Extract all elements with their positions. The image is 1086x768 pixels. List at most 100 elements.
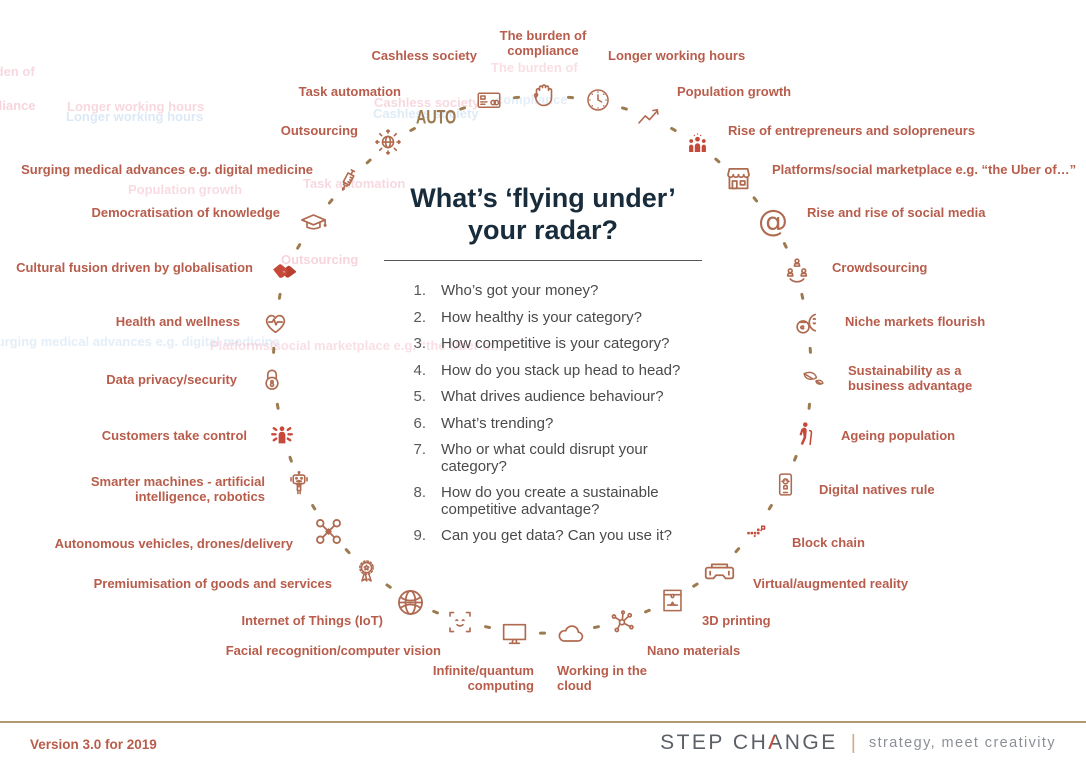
brand-lockup: STEP CHANGE | strategy, meet creativity — [660, 731, 1056, 755]
page-title: What’s ‘flying under’ your radar? — [363, 182, 723, 246]
ring-dash — [364, 157, 372, 165]
question-number: 4. — [413, 361, 426, 379]
ring-dash — [800, 292, 805, 300]
ghost-text-artifact: compliance — [0, 98, 36, 113]
question-item: 4. How do you stack up head to head? — [404, 361, 704, 380]
padlock-icon — [257, 364, 287, 394]
question-text: Can you get data? Can you use it? — [441, 527, 672, 544]
ring-dash — [767, 503, 774, 511]
label-working-in-cloud: Working in the cloud — [557, 663, 648, 693]
award-ribbon-icon — [352, 557, 381, 586]
question-text: What’s trending? — [441, 414, 554, 432]
label-internet-of-things: Internet of Things (IoT) — [241, 612, 383, 628]
label-longer-working-hours: Longer working hours — [608, 47, 746, 63]
footer-rule — [0, 721, 1086, 723]
brand-accent-letter: A — [768, 731, 785, 754]
question-item: 8. How do you create a sustainable compet… — [404, 484, 704, 518]
question-number: 5. — [413, 388, 426, 405]
label-smarter-machines: Smarter machines - artificial intelligen… — [90, 474, 265, 504]
ring-dash — [277, 292, 282, 300]
label-population-growth: Population growth — [677, 83, 792, 99]
ring-dash — [713, 157, 722, 164]
label-digital-natives: Digital natives rule — [819, 481, 935, 497]
monitor-icon — [499, 618, 530, 649]
label-democratisation: Democratisation of knowledge — [91, 204, 280, 220]
graduation-cap-icon — [298, 207, 329, 238]
clock-icon — [584, 86, 612, 114]
question-number: 6. — [413, 414, 426, 432]
question-item: 5. What drives audience behaviour? — [404, 388, 704, 406]
question-number: 2. — [413, 308, 426, 326]
ring-dash — [782, 241, 788, 250]
person-rays-icon — [267, 419, 297, 449]
ring-dash — [734, 547, 741, 554]
ring-dash — [275, 402, 279, 411]
cloud-icon — [555, 618, 586, 649]
ring-dash — [808, 346, 812, 355]
ring-dash — [483, 625, 491, 630]
growth-chart-icon — [635, 101, 665, 131]
ring-dash — [592, 625, 600, 630]
question-text: How competitive is your category? — [441, 335, 670, 352]
question-text: What drives audience behaviour? — [441, 388, 664, 405]
fishbowl-icon — [793, 307, 824, 338]
syringe-icon — [333, 165, 363, 195]
ring-dash — [310, 503, 317, 512]
title-divider — [384, 260, 702, 261]
label-autonomous-vehicles: Autonomous vehicles, drones/delivery — [54, 535, 293, 551]
at-sign-icon: @ — [758, 203, 788, 239]
heart-pulse-icon — [260, 307, 291, 338]
ring-dash — [566, 95, 575, 100]
ring-dash — [620, 105, 628, 111]
robot-icon — [284, 469, 314, 499]
auto-text-icon: AUTO — [415, 105, 457, 129]
question-item: 6. What’s trending? — [404, 414, 704, 433]
ghost-text-artifact: The burden of — [491, 60, 578, 75]
question-text: How do you create a sustainable competit… — [441, 484, 659, 518]
question-item: 1.Who’s got your money? — [404, 282, 704, 300]
label-cashless-society: Cashless society — [371, 47, 477, 63]
label-ageing-population: Ageing population — [841, 427, 956, 443]
label-crowdsourcing: Crowdsourcing — [832, 259, 928, 275]
question-number: 8. — [413, 484, 426, 501]
ghost-text-artifact: Longer working hours — [66, 109, 204, 124]
brand-separator: | — [850, 731, 856, 754]
ring-dash — [752, 195, 759, 204]
molecule-icon — [607, 607, 638, 638]
network-globe-icon — [373, 127, 403, 157]
label-entrepreneurs: Rise of entrepreneurs and solopreneurs — [728, 122, 976, 138]
leaves-icon — [799, 366, 826, 393]
ghost-text-artifact: The burden of — [0, 64, 35, 79]
crowd-icon — [782, 255, 812, 285]
page-title-line1: What’s ‘flying under’ — [410, 183, 676, 213]
elderly-person-icon — [792, 419, 821, 448]
question-item: 7.Who or what could disrupt your categor… — [404, 441, 704, 475]
drone-icon — [312, 515, 345, 548]
label-outsourcing: Outsourcing — [280, 122, 358, 138]
ring-dash — [295, 242, 302, 250]
question-item: 9.Can you get data? Can you use it? — [404, 527, 704, 545]
question-item: 2.How healthy is your category? — [404, 308, 704, 327]
ring-dash — [538, 631, 546, 635]
brand-tagline: strategy, meet creativity — [868, 735, 1056, 751]
label-facial-recognition: Facial recognition/computer vision — [225, 642, 441, 658]
phone-child-icon — [771, 470, 800, 499]
storefront-icon — [722, 162, 755, 195]
label-burden-of-compliance: The burden of compliance — [499, 28, 587, 58]
questions-list: 1.Who’s got your money? 2.How healthy is … — [404, 282, 704, 555]
label-3d-printing: 3D printing — [702, 612, 771, 628]
question-item: 3.How competitive is your category? — [404, 335, 704, 353]
label-platforms-marketplace: Platforms/social marketplace e.g. “the U… — [772, 161, 1077, 177]
question-number: 1. — [413, 282, 426, 299]
ring-dash — [431, 609, 439, 615]
question-text: How do you stack up head to head? — [441, 361, 681, 379]
label-social-media: Rise and rise of social media — [807, 204, 986, 220]
label-surging-medical: Surging medical advances e.g. digital me… — [21, 161, 313, 177]
handshake-icon — [269, 255, 300, 286]
ring-dash — [343, 547, 351, 555]
label-health-wellness: Health and wellness — [115, 313, 240, 329]
people-group-icon — [684, 130, 711, 157]
label-quantum-computing: Infinite/quantum computing — [432, 663, 534, 693]
printer-3d-icon — [658, 586, 687, 615]
blockchain-icon — [743, 517, 770, 544]
